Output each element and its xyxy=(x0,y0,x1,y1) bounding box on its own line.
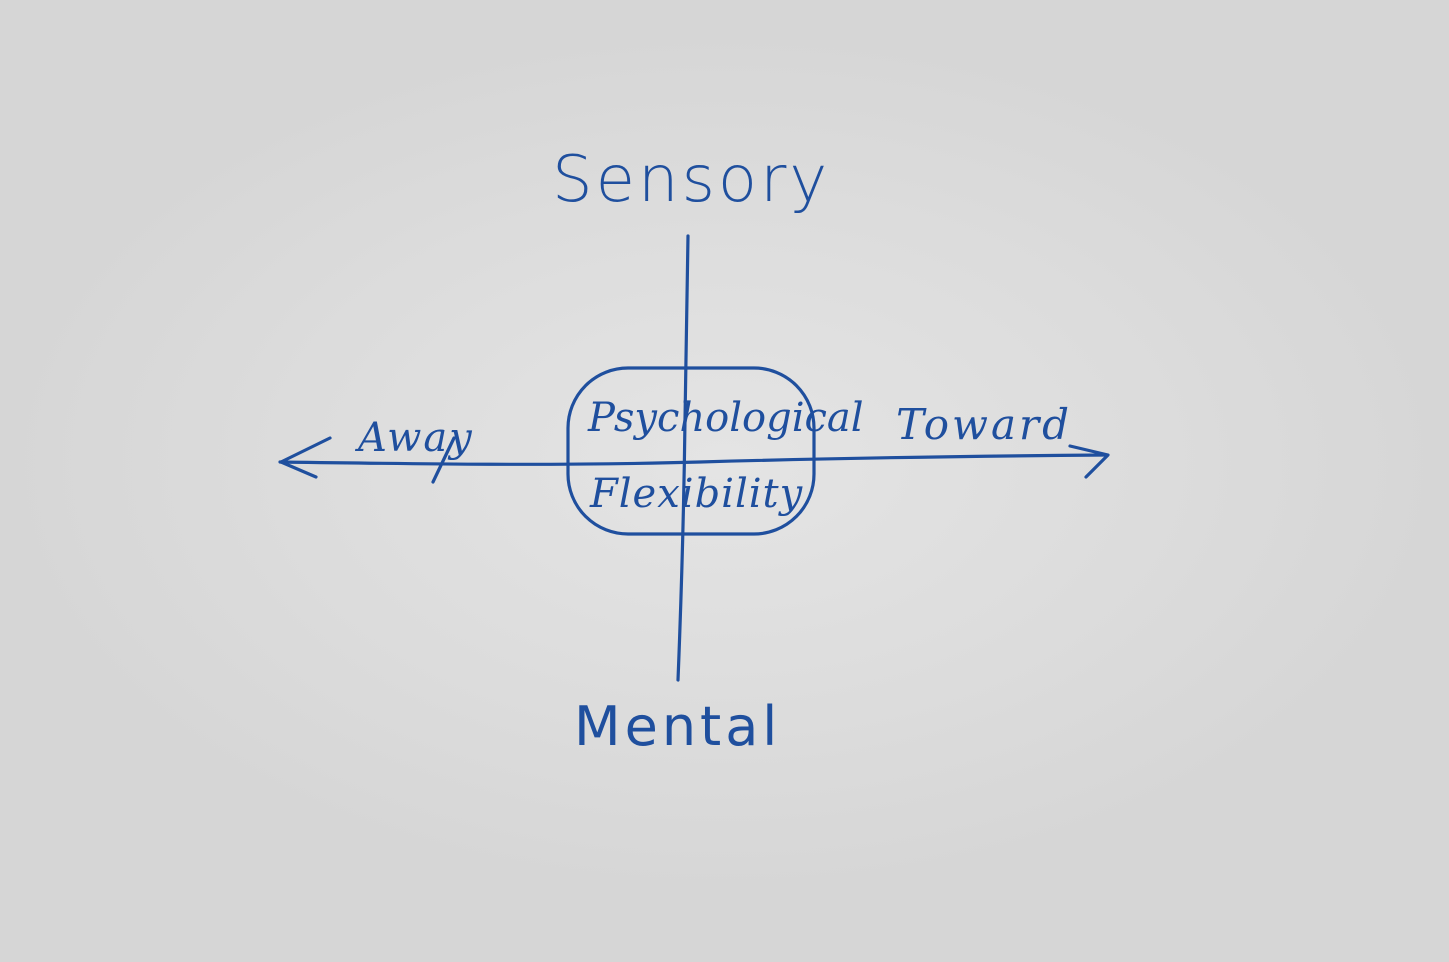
left-arrowhead-icon xyxy=(279,436,332,479)
axis-label-away: Away xyxy=(358,415,474,461)
axis-label-mental: Mental xyxy=(574,695,782,758)
away-label-tail xyxy=(431,436,456,484)
center-label-flexibility: Flexibility xyxy=(590,471,804,517)
axis-label-toward: Toward xyxy=(896,400,1072,449)
axis-label-sensory: Sensory xyxy=(552,143,831,217)
right-arrowhead-icon xyxy=(1068,444,1110,479)
center-rounded-box xyxy=(566,366,816,536)
center-label-psychological: Psychological xyxy=(588,395,864,441)
vertical-axis-line xyxy=(676,234,690,682)
horizontal-axis-line xyxy=(278,453,1108,466)
